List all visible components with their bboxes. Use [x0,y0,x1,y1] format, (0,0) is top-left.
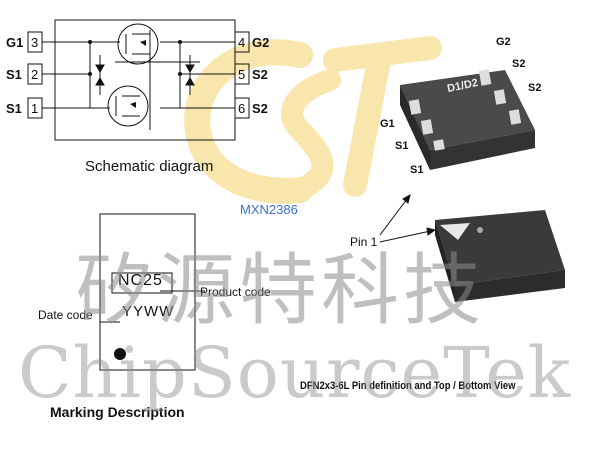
pin-number-3: 3 [31,35,39,50]
product-code-label: Product code [200,285,271,299]
top-pin-s1-b: S1 [410,164,424,176]
pin-label-s2-a: S2 [252,67,268,82]
pin-label-s1-a: S1 [6,67,22,82]
bottom-view-chip [435,210,565,302]
pin-number-2: 2 [31,67,39,82]
pin-label-s2-b: S2 [252,101,268,116]
top-pin-s2-b: S2 [528,82,542,94]
marking-code: NC25 [118,272,163,289]
pin-label-g1: G1 [6,35,24,50]
pin-label-g2: G2 [252,35,270,50]
mosfet-2-symbol [117,23,159,65]
pin-number-4: 4 [238,35,246,50]
schematic-diagram [27,19,250,141]
top-pin-g2: G2 [496,36,511,48]
top-pin-s2-a: S2 [512,58,526,70]
mosfet-1-symbol [107,85,149,127]
pin-number-1: 1 [31,101,39,116]
top-pin-s1-a: S1 [395,140,409,152]
schematic-outline [54,19,236,141]
pin1-label: Pin 1 [350,235,378,249]
pin-number-5: 5 [238,67,246,82]
part-number-watermark: MXN2386 [240,202,298,217]
date-code-label: Date code [38,308,93,322]
package-3d-views [379,69,565,302]
chinese-watermark: 矽源特科技 [75,246,486,336]
pin-label-s1-b: S1 [6,101,22,116]
top-view-chip [400,69,535,170]
marking-date-pattern: YYWW [122,303,175,320]
marking-package-outline [99,213,205,371]
schematic-caption: Schematic diagram [85,158,214,175]
package-caption: DFN2x3-6L Pin definition and Top / Botto… [300,380,516,392]
top-pin-g1: G1 [380,118,395,130]
marking-title: Marking Description [50,404,185,420]
pin-number-6: 6 [238,101,246,116]
english-watermark: ChipSourceTek [18,332,572,414]
